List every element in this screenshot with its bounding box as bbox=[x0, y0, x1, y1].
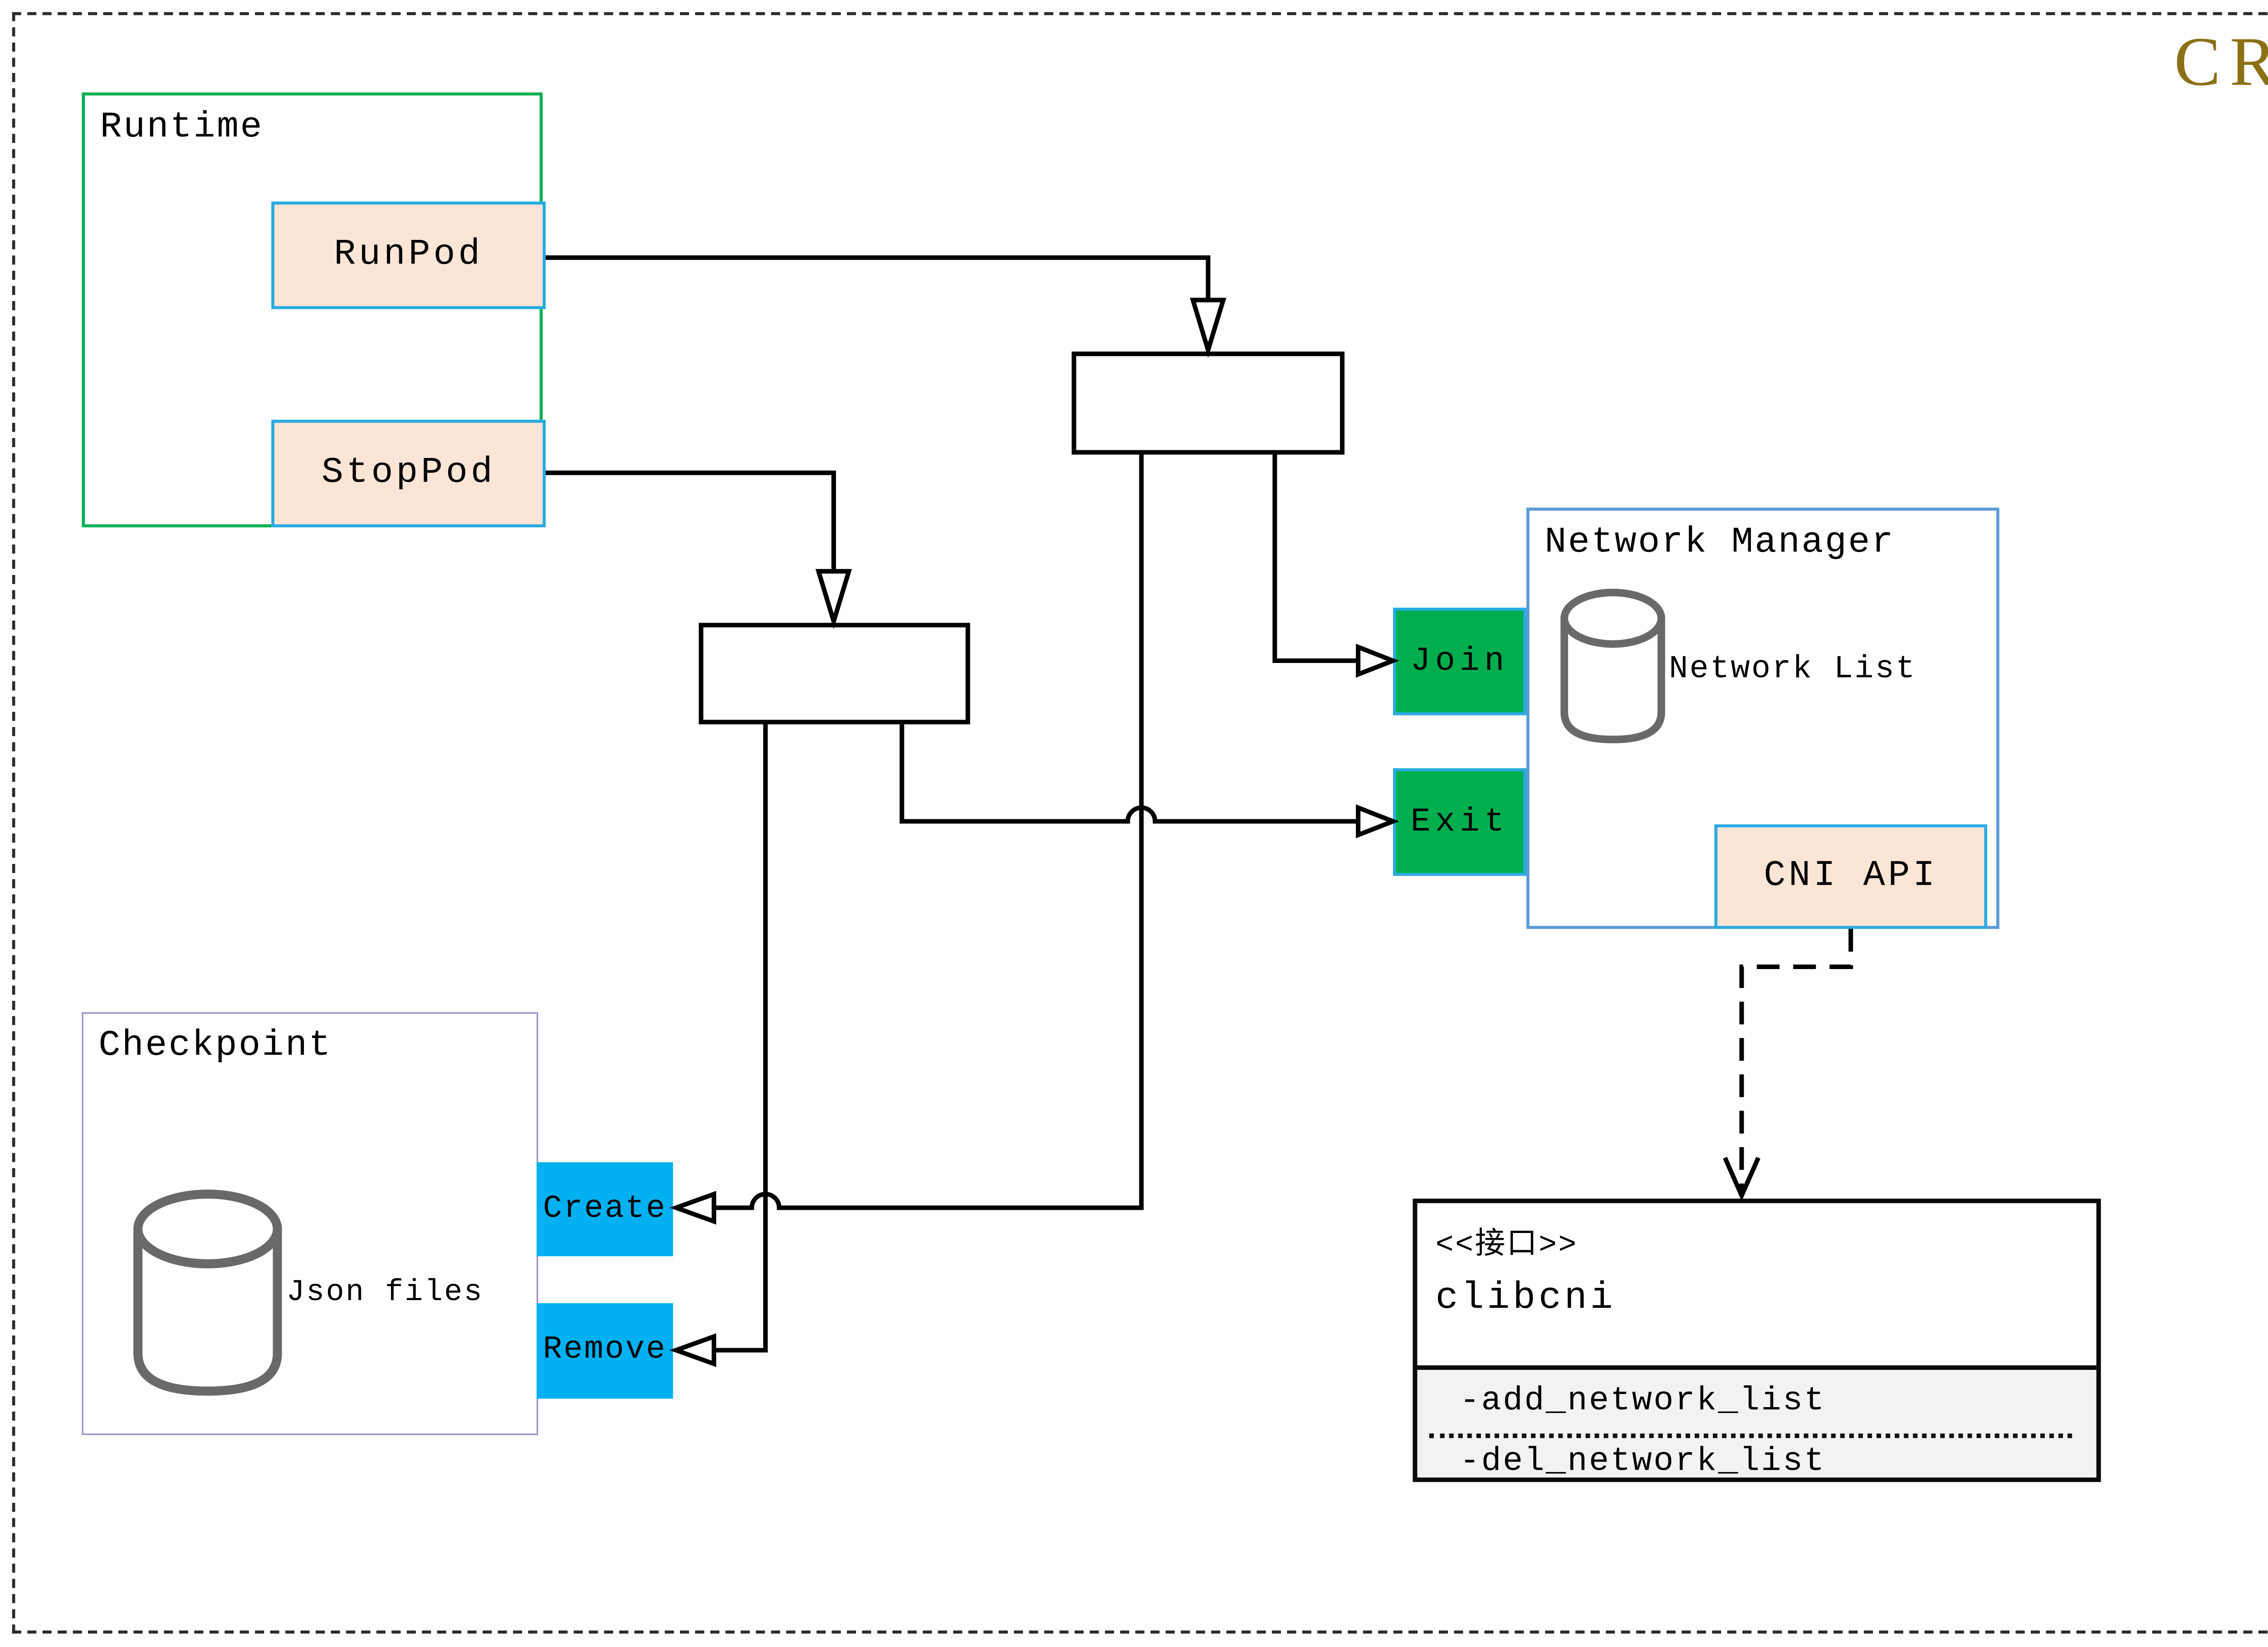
cni-api-label: CNI API bbox=[1764, 856, 1938, 897]
clibcni-stereotype: <<接口>> bbox=[1435, 1229, 1578, 1264]
page-dashed-border bbox=[12, 12, 2268, 1634]
exit-box: Exit bbox=[1393, 768, 1527, 876]
runpod-label: RunPod bbox=[334, 234, 484, 276]
clibcni-header: <<接口>> clibcni bbox=[1417, 1203, 2097, 1361]
checkpoint-label: Checkpoint bbox=[98, 1026, 332, 1067]
network-list-database-icon bbox=[1560, 589, 1665, 744]
exit-label: Exit bbox=[1410, 803, 1509, 841]
clibcni-name: clibcni bbox=[1435, 1276, 1616, 1320]
junction-box-stoppod bbox=[699, 623, 970, 725]
remove-label: Remove bbox=[543, 1333, 667, 1369]
junction-box-runpod bbox=[1071, 351, 1345, 455]
clibcni-method-add: -add_network_list bbox=[1460, 1382, 1826, 1420]
cri-title: CRI bbox=[2174, 23, 2268, 100]
network-manager-label: Network Manager bbox=[1545, 522, 1895, 564]
remove-box: Remove bbox=[536, 1303, 673, 1399]
runtime-label: Runtime bbox=[100, 107, 264, 149]
create-label: Create bbox=[543, 1192, 667, 1227]
network-list-label: Network List bbox=[1669, 653, 1916, 688]
stoppod-box: StopPod bbox=[271, 419, 546, 527]
json-files-database-icon bbox=[133, 1189, 282, 1396]
join-label: Join bbox=[1410, 642, 1509, 681]
clibcni-methods-section: -add_network_list -del_network_list bbox=[1417, 1365, 2097, 1481]
cni-api-box: CNI API bbox=[1714, 824, 1987, 929]
join-box: Join bbox=[1393, 608, 1527, 716]
create-box: Create bbox=[536, 1162, 673, 1257]
runpod-box: RunPod bbox=[271, 201, 546, 309]
json-files-label: Json files bbox=[286, 1276, 484, 1311]
clibcni-interface-box: <<接口>> clibcni -add_network_list -del_ne… bbox=[1413, 1199, 2101, 1482]
stoppod-label: StopPod bbox=[321, 453, 496, 494]
clibcni-method-del: -del_network_list bbox=[1460, 1442, 1826, 1481]
clibcni-method-divider bbox=[1429, 1433, 2072, 1438]
